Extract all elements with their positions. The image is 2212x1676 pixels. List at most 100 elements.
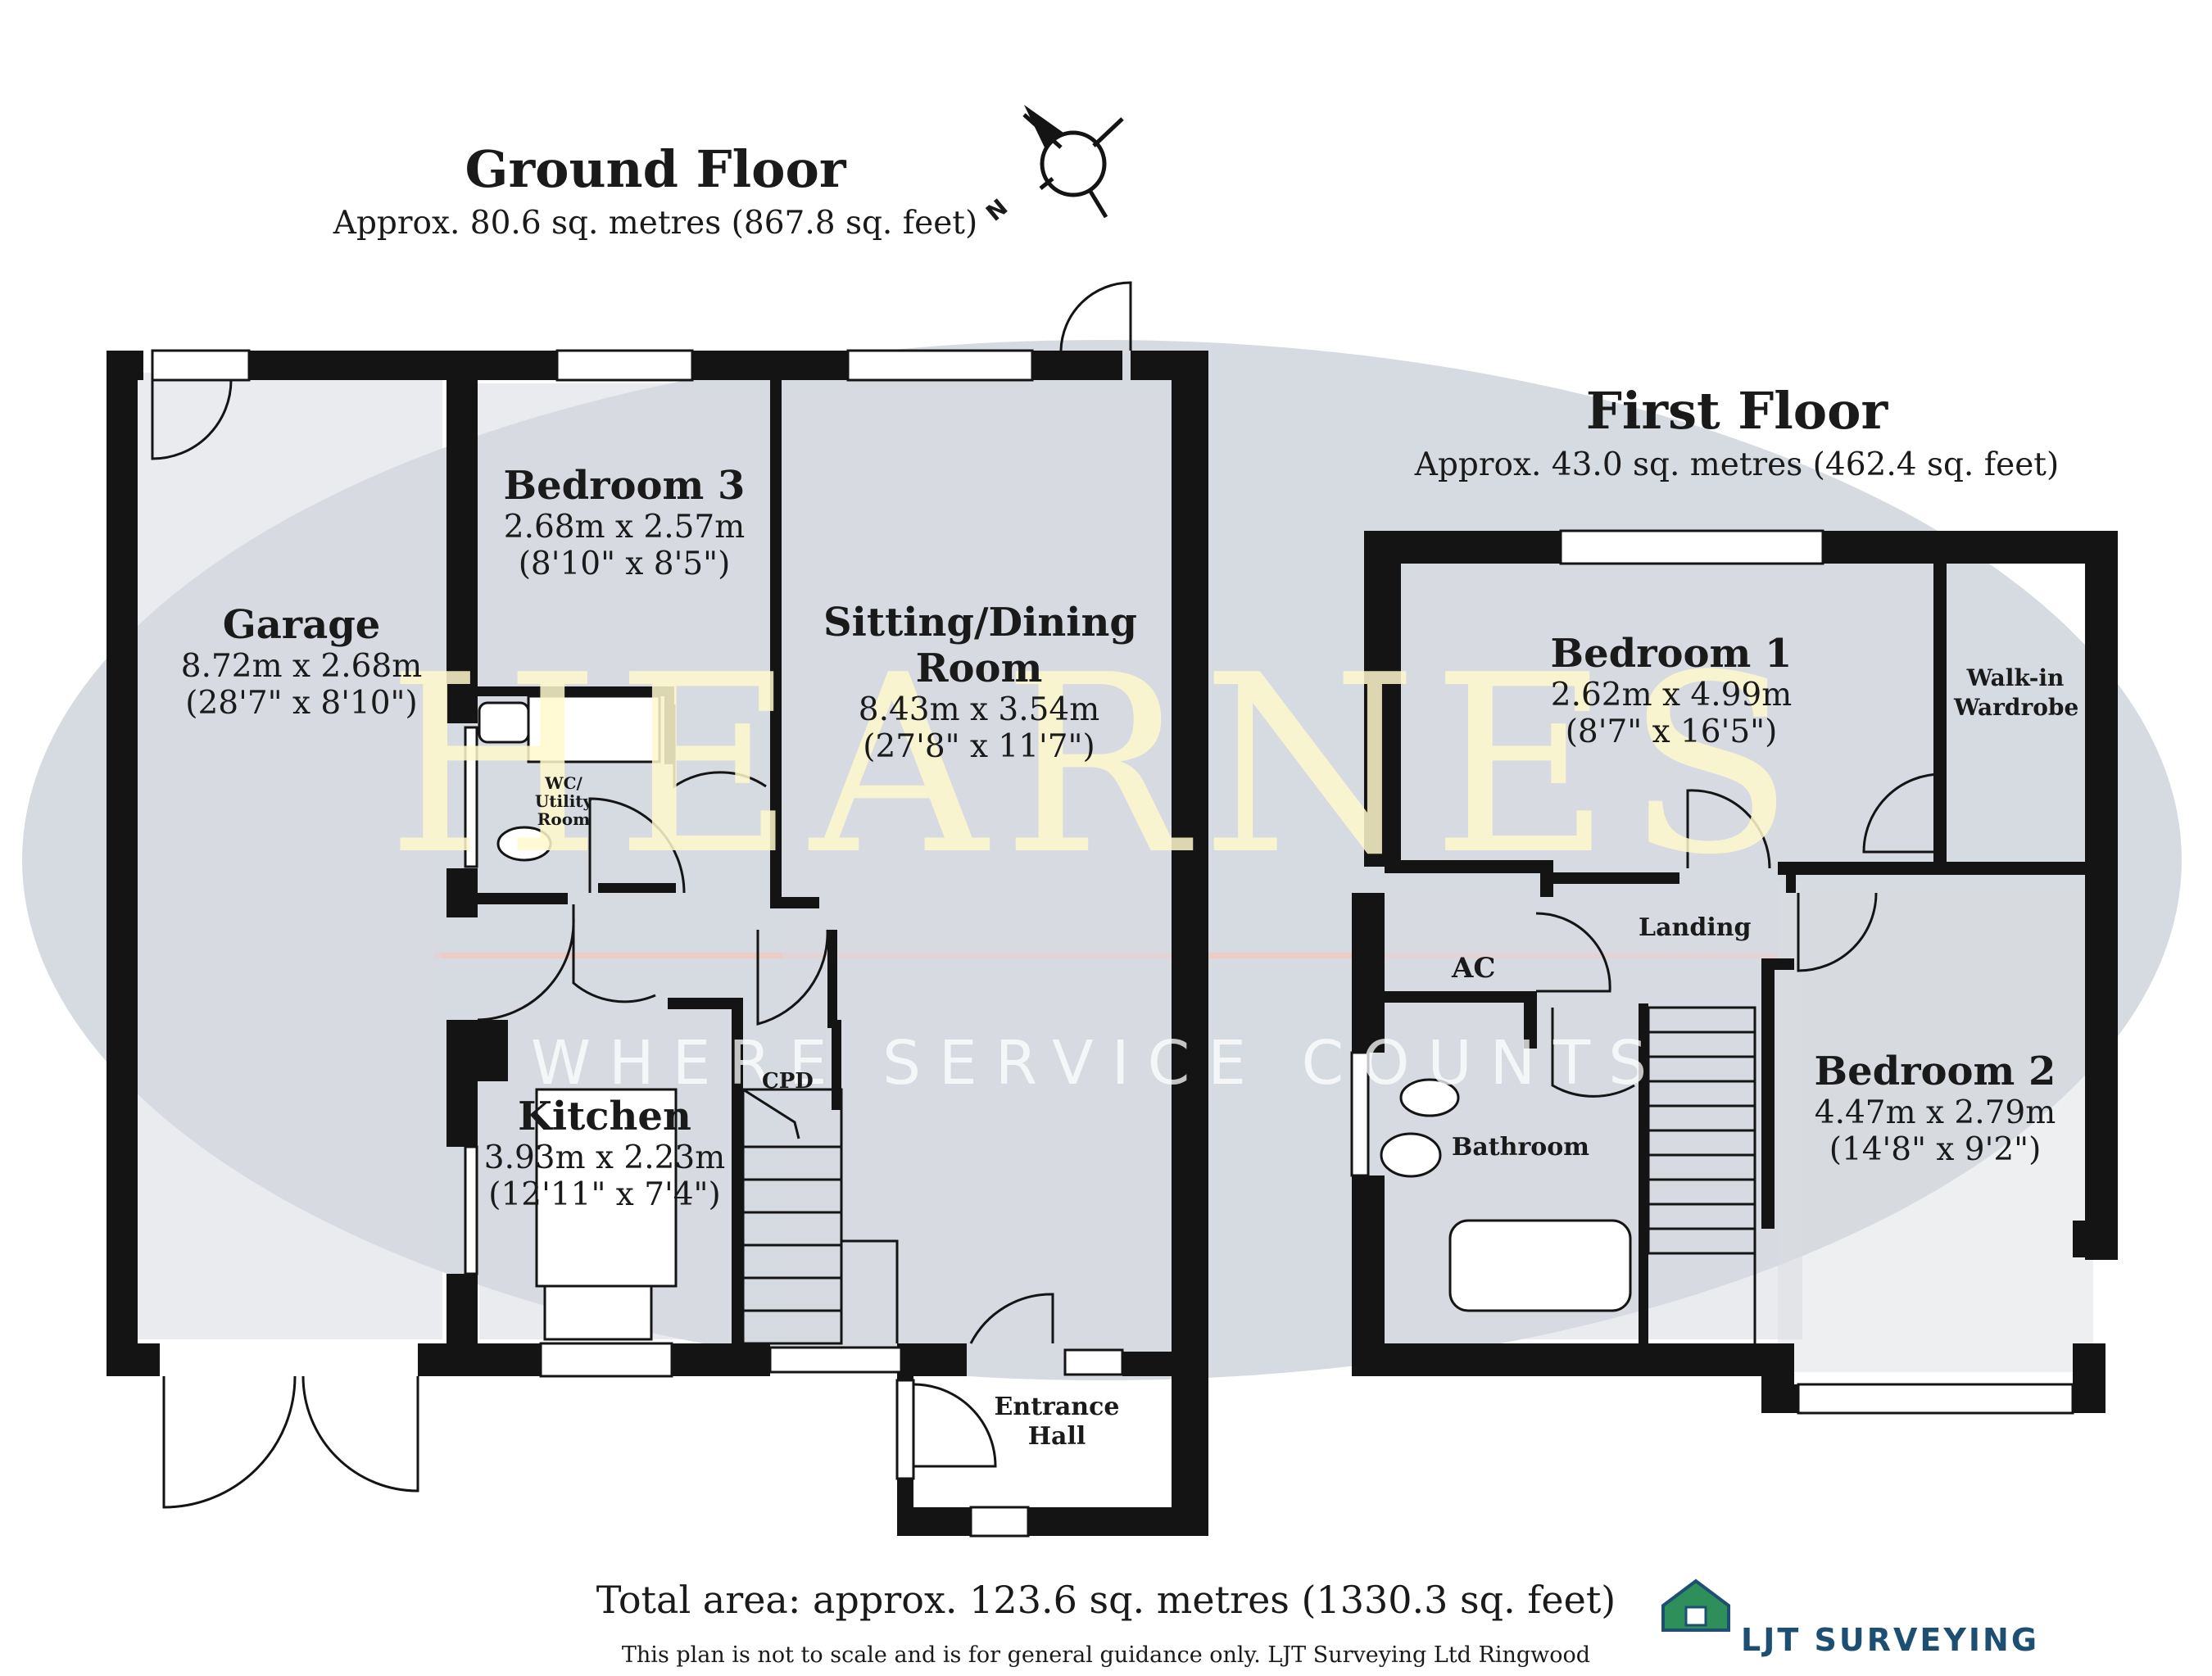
wardrobe-door <box>1862 772 1942 854</box>
ac-door <box>1535 912 1611 993</box>
ground-wall-top-right <box>1032 351 1122 380</box>
garage-wall-bottom-right <box>418 1343 541 1376</box>
cpd-door <box>756 929 829 1026</box>
entrance-side-window <box>895 1379 915 1480</box>
ff-wall-bottom-right <box>2073 1343 2105 1413</box>
entrance-window-right <box>1063 1348 1124 1376</box>
ff-wall-top-right <box>1823 531 2118 564</box>
garage-kitchen-wall <box>446 868 478 917</box>
bedroom1-floor <box>1405 565 1942 868</box>
bedroom1-door <box>1686 789 1771 869</box>
ground-floor-area: Approx. 80.6 sq. metres (867.8 sq. feet) <box>333 205 978 242</box>
kitchen-window <box>539 1342 673 1378</box>
garage-floor <box>135 373 442 1339</box>
room-dim-imperial: (12'11" x 7'4") <box>488 1176 721 1213</box>
bathroom-door <box>1551 1008 1635 1098</box>
ground-floor-title: Ground Floor <box>465 139 846 199</box>
kitchen-stair-wall-v <box>732 998 743 1346</box>
ground-stair-treads <box>743 1145 899 1343</box>
label-ac: AC <box>1452 952 1496 985</box>
entrance-wall-bottom <box>897 1507 971 1536</box>
kitchen-hall-door <box>572 904 656 1003</box>
ff-wall-right <box>2085 531 2118 1260</box>
label-entrance-hall: Entrance Hall <box>994 1393 1120 1451</box>
room-dim-metric: 2.68m x 2.57m <box>503 509 746 546</box>
room-dim-imperial: (8'7" x 16'5") <box>1565 713 1778 750</box>
kitchen-side-window <box>464 1145 478 1275</box>
kitchen-chimney <box>446 1020 508 1081</box>
room-dim-metric: 8.72m x 2.68m <box>180 648 423 685</box>
stair-arrow <box>742 1088 800 1139</box>
ljt-logo-mark <box>1661 1579 1730 1632</box>
sitting-window-rear <box>846 349 1034 382</box>
house-window-icon <box>1684 1606 1707 1627</box>
bedroom3-window <box>555 349 694 382</box>
first-stair-treads <box>1648 1031 1756 1343</box>
bed-sitting-wall <box>770 380 782 908</box>
bed2-left-wall <box>1761 967 1775 1229</box>
wc-wall-right <box>664 686 674 764</box>
room-name: Bedroom 1 <box>1550 631 1793 677</box>
room-dim-imperial: (14'8" x 9'2") <box>1829 1131 2042 1168</box>
room-dim-imperial: (8'10" x 8'5") <box>518 546 731 582</box>
bed1-bottom-wall <box>1385 860 1548 873</box>
garage-wall-top-2 <box>250 351 557 380</box>
bath-stair-wall <box>1639 1003 1648 1343</box>
garage-kitchen-door <box>477 917 575 1021</box>
garage-front-door-right <box>301 1375 419 1493</box>
room-garage: Garage 8.72m x 2.68m (28'7" x 8'10") <box>181 602 422 722</box>
bedroom1-window <box>1559 529 1824 565</box>
garage-wall-left <box>107 351 138 1376</box>
room-kitchen: Kitchen 3.93m x 2.23m (12'11" x 7'4") <box>484 1094 725 1213</box>
bed2-left-wall-top <box>1786 868 1796 893</box>
wc-toilet <box>496 826 552 862</box>
ac-wall <box>1385 991 1524 1003</box>
first-floor-area: Approx. 43.0 sq. metres (462.4 sq. feet) <box>1414 446 2060 483</box>
sitting-floor <box>782 383 1172 1350</box>
bedroom2-window <box>1797 1383 2074 1415</box>
room-dim-metric: 4.47m x 2.79m <box>1814 1094 2056 1131</box>
garage-rear-door <box>151 379 233 460</box>
entrance-inner-door <box>913 1383 997 1468</box>
garage-window <box>151 349 251 382</box>
ground-wall-top-mid <box>692 351 848 380</box>
label-bathroom: Bathroom <box>1452 1133 1590 1162</box>
garage-front-door-left <box>162 1375 297 1509</box>
room-bedroom-1: Bedroom 1 2.62m x 4.99m (8'7" x 16'5") <box>1551 631 1793 750</box>
cpd-wall-right <box>832 1020 841 1110</box>
room-name: Kitchen <box>518 1094 691 1139</box>
entrance-window-bottom <box>969 1506 1030 1538</box>
hall-window <box>768 1346 903 1374</box>
garage-wall-bottom-left <box>107 1343 160 1376</box>
wc-wall-bottom-2 <box>598 883 676 893</box>
toilet <box>1399 1078 1460 1117</box>
bath <box>1448 1219 1632 1312</box>
ground-wall-bottom-right <box>1122 1352 1208 1376</box>
ground-floor-plan <box>107 281 1208 1538</box>
cpd-wall <box>827 930 837 1028</box>
ff-wall-right-step <box>2073 1221 2118 1257</box>
garage-wall-top <box>107 351 143 380</box>
bedroom2-door <box>1797 892 1878 972</box>
sitting-rear-door <box>1059 281 1132 351</box>
room-dim-metric: 3.93m x 2.23m <box>483 1139 726 1176</box>
bathroom-window <box>1350 1051 1370 1177</box>
first-floor-title: First Floor <box>1585 381 1888 441</box>
wc-worktop <box>527 695 661 763</box>
first-floor-plan <box>1350 529 2118 1415</box>
watermark-brand: HEARNES <box>386 623 1810 908</box>
wc-door <box>673 704 767 789</box>
kitchen-wall-bottom <box>672 1343 770 1376</box>
wc-wall-top <box>478 686 674 696</box>
ff-wall-bottom <box>1352 1343 1794 1376</box>
room-name: Sitting/Dining Room <box>823 600 1137 691</box>
room-name: Bedroom 3 <box>503 463 746 509</box>
room-dim-metric: 8.43m x 3.54m <box>858 691 1100 728</box>
room-name: Garage <box>222 602 381 648</box>
room-bedroom-3: Bedroom 3 2.68m x 2.57m (8'10" x 8'5") <box>504 463 746 582</box>
entrance-door <box>969 1293 1054 1344</box>
basin <box>1380 1132 1442 1178</box>
bed1-wardrobe-wall <box>1933 564 1947 875</box>
ground-stairs <box>741 1088 843 1345</box>
ff-wall-left <box>1364 531 1401 867</box>
